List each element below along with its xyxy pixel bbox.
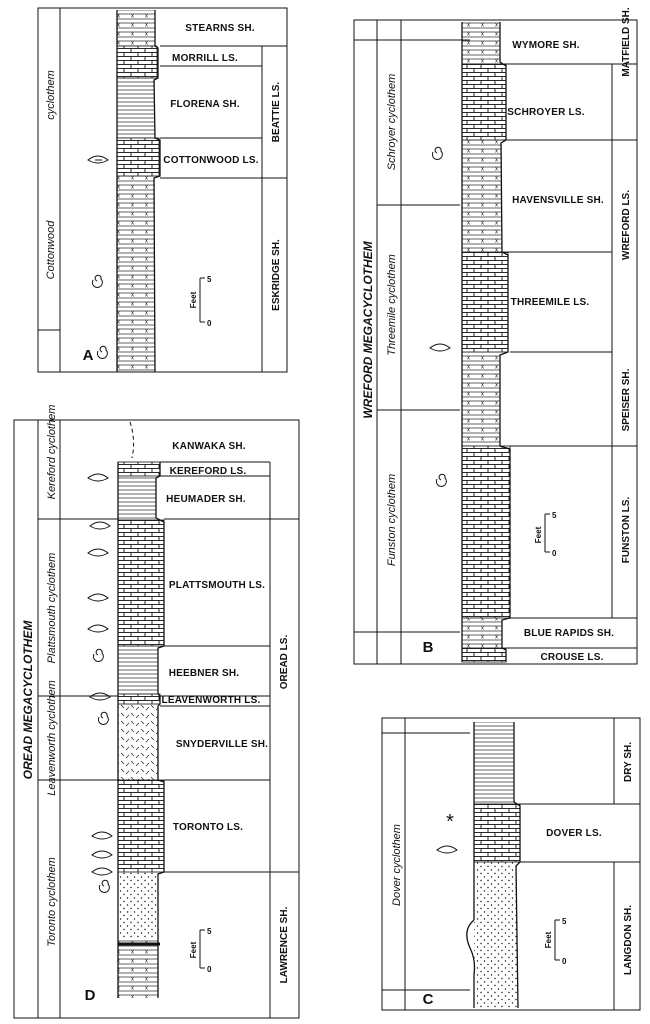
gastropod-spiral-icon xyxy=(92,275,102,287)
unit-stearns-sh: STEARNS SH. xyxy=(185,23,254,34)
cyclothem-plattsmouth: Plattsmouth cyclothem xyxy=(46,553,58,664)
gastropod-spiral-icon xyxy=(99,880,109,892)
formation-lawrence-sh: LAWRENCE SH. xyxy=(279,906,290,983)
scale-bottom-b: 0 xyxy=(552,549,557,558)
panel-a-column xyxy=(117,10,160,372)
unit-morrill-ls: MORRILL LS. xyxy=(172,53,238,64)
cyclothem-label-word: cyclothem xyxy=(45,70,57,120)
panel-a-frame xyxy=(38,8,287,372)
brachiopod-icon xyxy=(437,846,457,853)
megacyclothem-oread: OREAD MEGACYCLOTHEM xyxy=(21,620,35,780)
panel-label-a: A xyxy=(83,347,94,364)
unit-kanwaka-sh: KANWAKA SH. xyxy=(172,441,246,452)
scale-unit-c: Feet xyxy=(544,931,553,948)
formation-wreford-ls: WREFORD LS. xyxy=(621,190,632,260)
formation-matfield-sh: MATFIELD SH. xyxy=(621,7,632,76)
unit-florena-sh: FLORENA SH. xyxy=(170,99,240,110)
formation-funston-ls: FUNSTON LS. xyxy=(621,497,632,564)
scale-bar-b: 5 0 Feet xyxy=(534,511,557,558)
scale-top-b: 5 xyxy=(552,511,557,520)
scale-bottom-a: 0 xyxy=(207,319,212,328)
brachiopod-icon xyxy=(430,344,450,351)
gastropod-spiral-icon xyxy=(436,474,446,486)
panel-c-column xyxy=(467,722,520,1008)
unit-blue-rapids-sh: BLUE RAPIDS SH. xyxy=(524,628,614,639)
gastropod-spiral-icon xyxy=(98,712,108,724)
asterisk-marker: * xyxy=(446,811,454,833)
unit-schroyer-ls: SCHROYER LS. xyxy=(507,107,584,118)
scale-bottom-d: 0 xyxy=(207,965,212,974)
scale-top-a: 5 xyxy=(207,275,212,284)
cyclothem-leavenworth: Leavenworth cyclothem xyxy=(46,680,58,796)
scale-top-c: 5 xyxy=(562,917,567,926)
panel-b-column xyxy=(462,22,510,662)
brachiopod-icon xyxy=(92,832,112,839)
scale-bottom-c: 0 xyxy=(562,957,567,966)
unit-heebner-sh: HEEBNER SH. xyxy=(169,668,240,679)
scale-unit-d: Feet xyxy=(189,941,198,958)
brachiopod-icon xyxy=(88,549,108,556)
brachiopod-icon xyxy=(88,625,108,632)
megacyclothem-wreford: WREFORD MEGACYCLOTHEM xyxy=(361,240,375,418)
scale-bar-c: 5 0 Feet xyxy=(544,917,567,966)
unit-crouse-ls: CROUSE LS. xyxy=(540,652,603,663)
scale-bar-a: 5 0 Feet xyxy=(189,275,212,328)
brachiopod-icon xyxy=(90,522,110,529)
unit-wymore-sh: WYMORE SH. xyxy=(512,40,580,51)
cyclothem-threemile: Threemile cyclothem xyxy=(386,254,398,355)
unit-plattsmouth-ls: PLATTSMOUTH LS. xyxy=(169,580,265,591)
gastropod-spiral-icon xyxy=(93,649,103,661)
panel-c: DOVER LS. DRY SH. LANGDON SH. Dover cycl… xyxy=(382,718,640,1010)
scale-bar-d: 5 0 Feet xyxy=(189,927,212,974)
panel-label-d: D xyxy=(85,987,96,1004)
formation-speiser-sh: SPEISER SH. xyxy=(621,368,632,431)
unit-dover-ls: DOVER LS. xyxy=(546,828,602,839)
unit-cottonwood-ls: COTTONWOOD LS. xyxy=(163,155,258,166)
cyclothem-funston: Funston cyclothem xyxy=(386,474,398,566)
formation-langdon-sh: LANGDON SH. xyxy=(623,905,634,975)
cyclothem-toronto: Toronto cyclothem xyxy=(46,857,58,946)
panel-a: STEARNS SH. MORRILL LS. FLORENA SH. COTT… xyxy=(38,8,287,372)
formation-beattie-ls: BEATTIE LS. xyxy=(271,82,282,143)
cyclothem-label-cottonwood: Cottonwood xyxy=(45,220,57,280)
brachiopod-icon xyxy=(88,474,108,481)
brachiopod-icon xyxy=(92,868,112,875)
formation-dry-sh: DRY SH. xyxy=(623,742,634,782)
unit-havensville-sh: HAVENSVILLE SH. xyxy=(512,195,604,206)
panel-d: KANWAKA SH. KEREFORD LS. HEUMADER SH. PL… xyxy=(14,405,299,1018)
unit-snyderville-sh: SNYDERVILLE SH. xyxy=(176,739,268,750)
panel-d-column xyxy=(118,422,164,998)
gastropod-spiral-icon xyxy=(97,346,107,358)
unit-eskridge-sh: ESKRIDGE SH. xyxy=(271,239,282,311)
panel-b: WYMORE SH. SCHROYER LS. HAVENSVILLE SH. … xyxy=(354,7,637,664)
panel-label-b: B xyxy=(423,639,434,656)
unit-heumader-sh: HEUMADER SH. xyxy=(166,494,246,505)
unit-toronto-ls: TORONTO LS. xyxy=(173,822,243,833)
scale-top-d: 5 xyxy=(207,927,212,936)
brachiopod-icon xyxy=(88,156,108,163)
cyclothem-dover: Dover cyclothem xyxy=(391,824,403,906)
unit-kereford-ls: KEREFORD LS. xyxy=(170,466,247,477)
cyclothem-schroyer: Schroyer cyclothem xyxy=(386,74,398,171)
unit-leavenworth-ls: LEAVENWORTH LS. xyxy=(162,695,261,706)
gastropod-spiral-icon xyxy=(432,147,442,159)
scale-unit-a: Feet xyxy=(189,291,198,308)
panel-label-c: C xyxy=(423,991,434,1008)
formation-oread-ls: OREAD LS. xyxy=(279,635,290,690)
scale-unit-b: Feet xyxy=(534,526,543,543)
cyclothem-kereford: Kereford cyclothem xyxy=(46,405,58,500)
unit-threemile-ls: THREEMILE LS. xyxy=(511,297,590,308)
brachiopod-icon xyxy=(92,851,112,858)
brachiopod-icon xyxy=(88,594,108,601)
